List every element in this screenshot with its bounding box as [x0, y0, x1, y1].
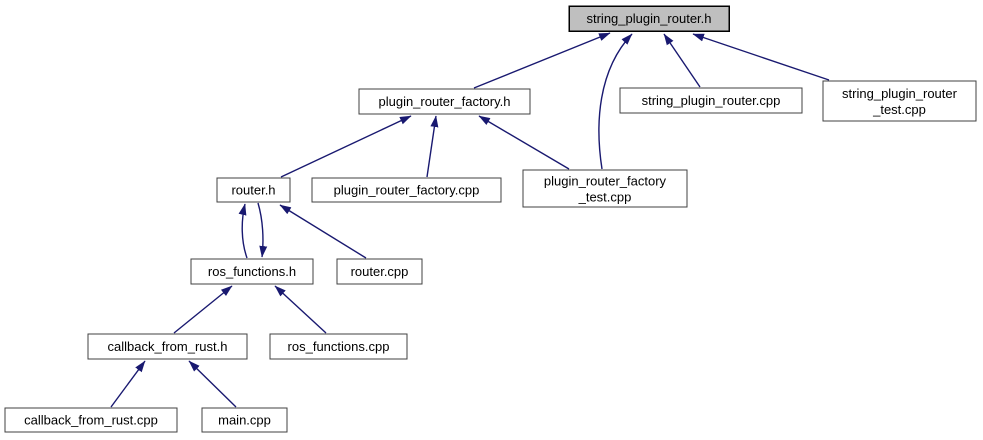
edge-prf_test-to-sph	[598, 33, 633, 170]
graph-node-spr_cpp[interactable]: string_plugin_router.cpp	[619, 87, 803, 114]
edge-cbr_cpp-to-cbr_h	[110, 360, 146, 408]
node-box	[190, 258, 314, 285]
node-box	[568, 5, 730, 32]
node-label: callback_from_rust.cpp	[24, 413, 158, 428]
edge-router_cpp-to-router_h	[279, 204, 367, 259]
edge-main_cpp-to-cbr_h	[188, 360, 237, 408]
graph-node-rf_h[interactable]: ros_functions.h	[190, 258, 314, 285]
node-label: router.h	[231, 183, 275, 198]
node-label: callback_from_rust.h	[108, 339, 228, 354]
graph-node-cbr_cpp[interactable]: callback_from_rust.cpp	[4, 407, 178, 433]
graph-node-spr_test[interactable]: string_plugin_router_test.cpp	[822, 80, 977, 122]
edge-prf_h-to-sph	[473, 32, 611, 89]
node-box	[269, 333, 408, 360]
node-box	[822, 80, 977, 122]
graph-node-cbr_h[interactable]: callback_from_rust.h	[87, 333, 248, 360]
node-box	[522, 169, 688, 208]
graph-node-main_cpp[interactable]: main.cpp	[201, 407, 288, 433]
node-label: _test.cpp	[872, 102, 926, 117]
node-box	[4, 407, 178, 433]
node-box	[619, 87, 803, 114]
graph-node-prf_h[interactable]: plugin_router_factory.h	[358, 88, 531, 115]
node-box	[311, 177, 502, 203]
edge-spr_test-to-sph	[692, 33, 830, 81]
graph-node-sph[interactable]: string_plugin_router.h	[568, 5, 730, 32]
node-box	[87, 333, 248, 360]
node-label: main.cpp	[218, 413, 271, 428]
node-label: string_plugin_router.cpp	[642, 93, 781, 108]
edge-rf_h-to-router_h	[238, 203, 248, 259]
graph-node-rf_cpp[interactable]: ros_functions.cpp	[269, 333, 408, 360]
edge-cbr_h-to-rf_h	[173, 285, 233, 334]
node-label: plugin_router_factory.h	[378, 94, 510, 109]
node-box	[336, 258, 423, 285]
node-box	[216, 177, 291, 203]
node-label: plugin_router_factory	[544, 174, 667, 189]
node-label: ros_functions.h	[208, 264, 296, 279]
node-label: ros_functions.cpp	[288, 339, 390, 354]
edge-router_h-to-rf_h	[257, 202, 268, 258]
node-label: plugin_router_factory.cpp	[334, 183, 480, 198]
node-label: string_plugin_router.h	[586, 11, 711, 26]
edge-prf_cpp-to-prf_h	[426, 115, 439, 178]
node-label: _test.cpp	[578, 190, 632, 205]
graph-node-prf_test[interactable]: plugin_router_factory_test.cpp	[522, 169, 688, 208]
node-label: string_plugin_router	[842, 86, 958, 101]
graph-node-router_h[interactable]: router.h	[216, 177, 291, 203]
node-box	[358, 88, 531, 115]
node-box	[201, 407, 288, 433]
edge-router_h-to-prf_h	[280, 115, 412, 178]
edge-prf_test-to-prf_h	[478, 115, 570, 170]
node-label: router.cpp	[351, 264, 409, 279]
graph-node-router_cpp[interactable]: router.cpp	[336, 258, 423, 285]
graph-node-prf_cpp[interactable]: plugin_router_factory.cpp	[311, 177, 502, 203]
edge-spr_cpp-to-sph	[663, 33, 701, 88]
edge-rf_cpp-to-rf_h	[274, 285, 327, 334]
